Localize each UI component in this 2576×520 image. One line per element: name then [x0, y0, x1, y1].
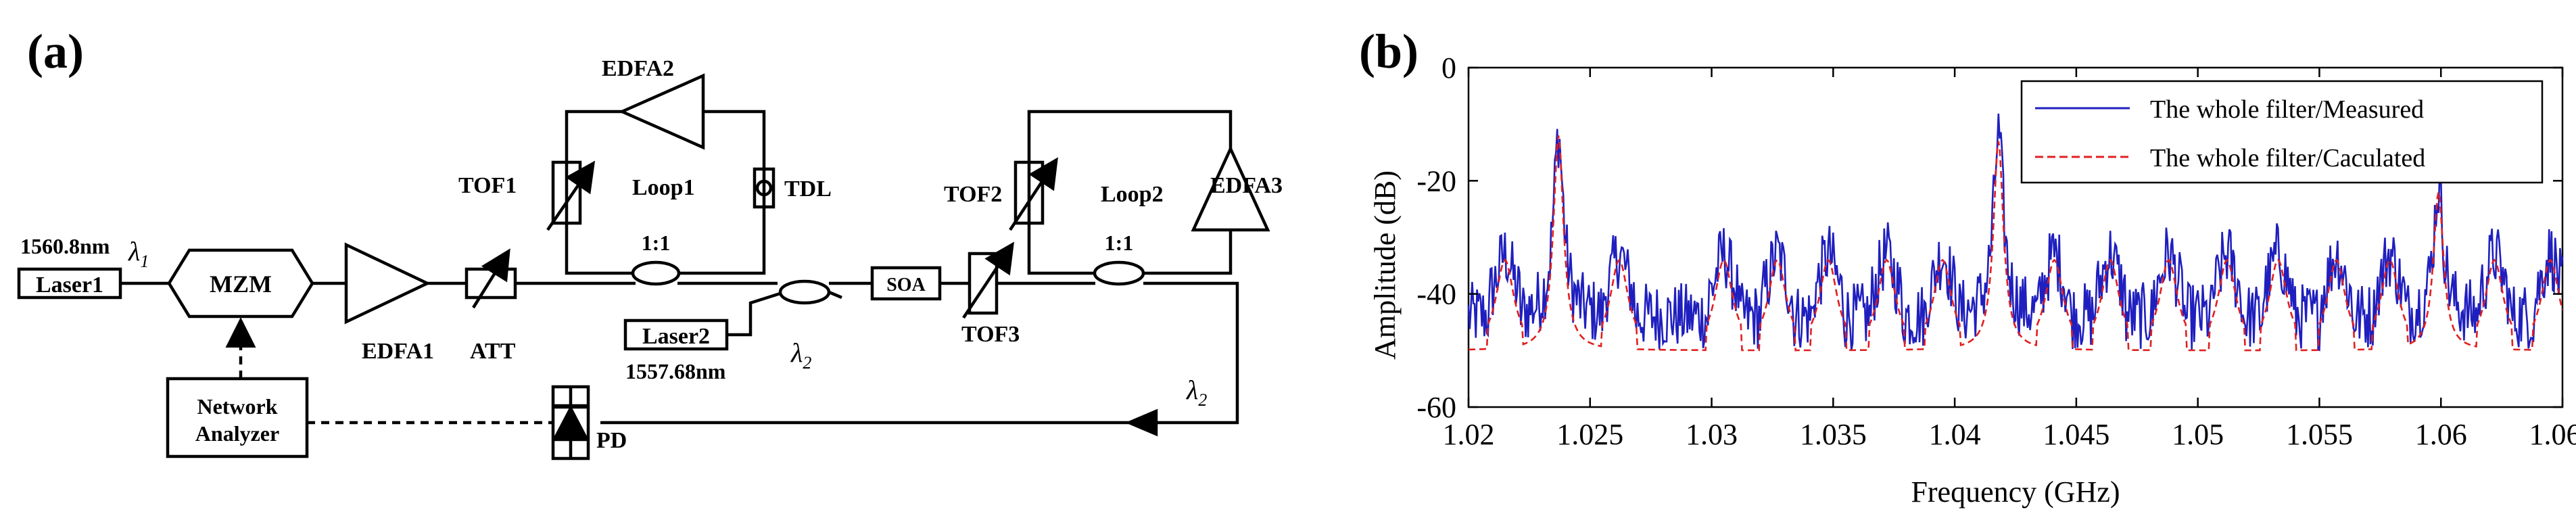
fiber-combiner-out	[828, 290, 842, 300]
loop1-label: Loop1	[632, 175, 695, 200]
fiber-laser2-combiner	[726, 291, 781, 337]
panel-a-label: (a)	[27, 24, 84, 78]
edfa2-amplifier	[618, 73, 705, 150]
coupler2-label: 1:1	[1105, 231, 1134, 255]
x-axis-title: Frequency (GHz)	[1911, 475, 2120, 509]
pd-diode-symbol	[553, 405, 588, 439]
x-tick-label: 1.04	[1929, 418, 1981, 451]
pd-label: PD	[596, 428, 627, 453]
return-arrowhead	[1125, 408, 1158, 437]
legend-box	[2020, 80, 2544, 184]
x-tick-label: 1.05	[2172, 418, 2224, 451]
y-tick-label: -20	[1416, 164, 1456, 197]
laser2-wavelength: 1557.68nm	[625, 359, 726, 383]
loop1-right-fiber	[677, 110, 766, 275]
x-tick-label: 1.045	[2043, 418, 2109, 451]
tof2-label: TOF2	[944, 182, 1002, 207]
series-line-measured	[1467, 114, 2564, 352]
lambda2-return-label: λ2	[1186, 375, 1207, 410]
plot-frame	[1467, 66, 2564, 408]
laser2-box	[623, 318, 729, 351]
tof2-arrow	[1009, 157, 1058, 231]
lambda1-label: λ1	[128, 236, 149, 271]
y-tick-label: 0	[1441, 51, 1456, 85]
x-tick-label: 1.02	[1443, 418, 1495, 451]
edfa3-label: EDFA3	[1210, 173, 1283, 198]
x-tick-label: 1.025	[1556, 418, 1623, 451]
fiber-output-return	[600, 281, 1239, 425]
tdl-symbol	[755, 179, 773, 197]
network-analyzer-line1: Network	[197, 394, 277, 419]
coupler2	[1093, 260, 1145, 286]
legend-label-calculated: The whole filter/Caculated	[2150, 144, 2425, 172]
tick-layer: 1.02 1.025 1.03 1.035 1.04 1.045 1.05 1.055 1.06…	[1416, 51, 2576, 451]
x-tick-label: 1.065	[2529, 418, 2576, 451]
soa-label: SOA	[886, 275, 926, 296]
series-line-calculated	[1468, 135, 2564, 352]
x-tick-label: 1.035	[1800, 418, 1867, 451]
x-tick-label: 1.06	[2415, 418, 2467, 451]
laser1-label: Laser1	[36, 273, 103, 298]
tof1-arrow	[546, 160, 596, 231]
loop2-right-fiber	[1143, 230, 1233, 275]
att-label: ATT	[470, 339, 516, 364]
laser2-label: Laser2	[642, 324, 710, 349]
panel-b-label: (b)	[1359, 24, 1418, 78]
y-tick-label: -60	[1416, 391, 1456, 424]
edfa2-label: EDFA2	[602, 56, 674, 81]
lambda2-label: λ2	[790, 337, 811, 373]
y-axis-title: Amplitude (dB)	[1368, 170, 1402, 360]
loop2-label: Loop2	[1101, 182, 1164, 207]
network-analyzer-box	[166, 377, 309, 458]
edfa1-label: EDFA1	[362, 339, 434, 364]
laser1-wavelength: 1560.8nm	[20, 234, 110, 258]
tdl-label: TDL	[784, 176, 832, 202]
x-tick-label: 1.055	[2286, 418, 2353, 451]
tdl-box	[753, 167, 776, 209]
network-analyzer-line2: Analyzer	[195, 421, 279, 446]
mzm-label: MZM	[210, 270, 272, 298]
plot-area: 1.02 1.025 1.03 1.035 1.04 1.045 1.05 1.055 1.06…	[1416, 51, 2576, 451]
combiner-coupler	[778, 279, 831, 305]
loop2-left-fiber	[1027, 110, 1233, 275]
edfa1-amplifier	[344, 242, 431, 325]
coupler1-label: 1:1	[642, 231, 671, 255]
chart-legend: The whole filter/Measured The whole filt…	[2020, 80, 2544, 184]
legend-label-measured: The whole filter/Measured	[2150, 95, 2424, 124]
coupler1	[631, 260, 681, 286]
panel-a-diagram: (a) Laser1 1560.8nm λ1 MZM Network Analy…	[17, 24, 1283, 460]
tof3-label: TOF3	[961, 322, 1020, 347]
tof3-arrow	[962, 241, 1014, 319]
y-tick-label: -40	[1416, 278, 1456, 311]
att-box	[464, 267, 517, 300]
series-layer	[1467, 114, 2564, 352]
att-arrow	[472, 248, 510, 309]
tof1-label: TOF1	[458, 173, 517, 198]
loop1-left-fiber	[565, 110, 634, 275]
x-tick-label: 1.03	[1686, 418, 1738, 451]
edfa3-amplifier	[1191, 145, 1270, 232]
